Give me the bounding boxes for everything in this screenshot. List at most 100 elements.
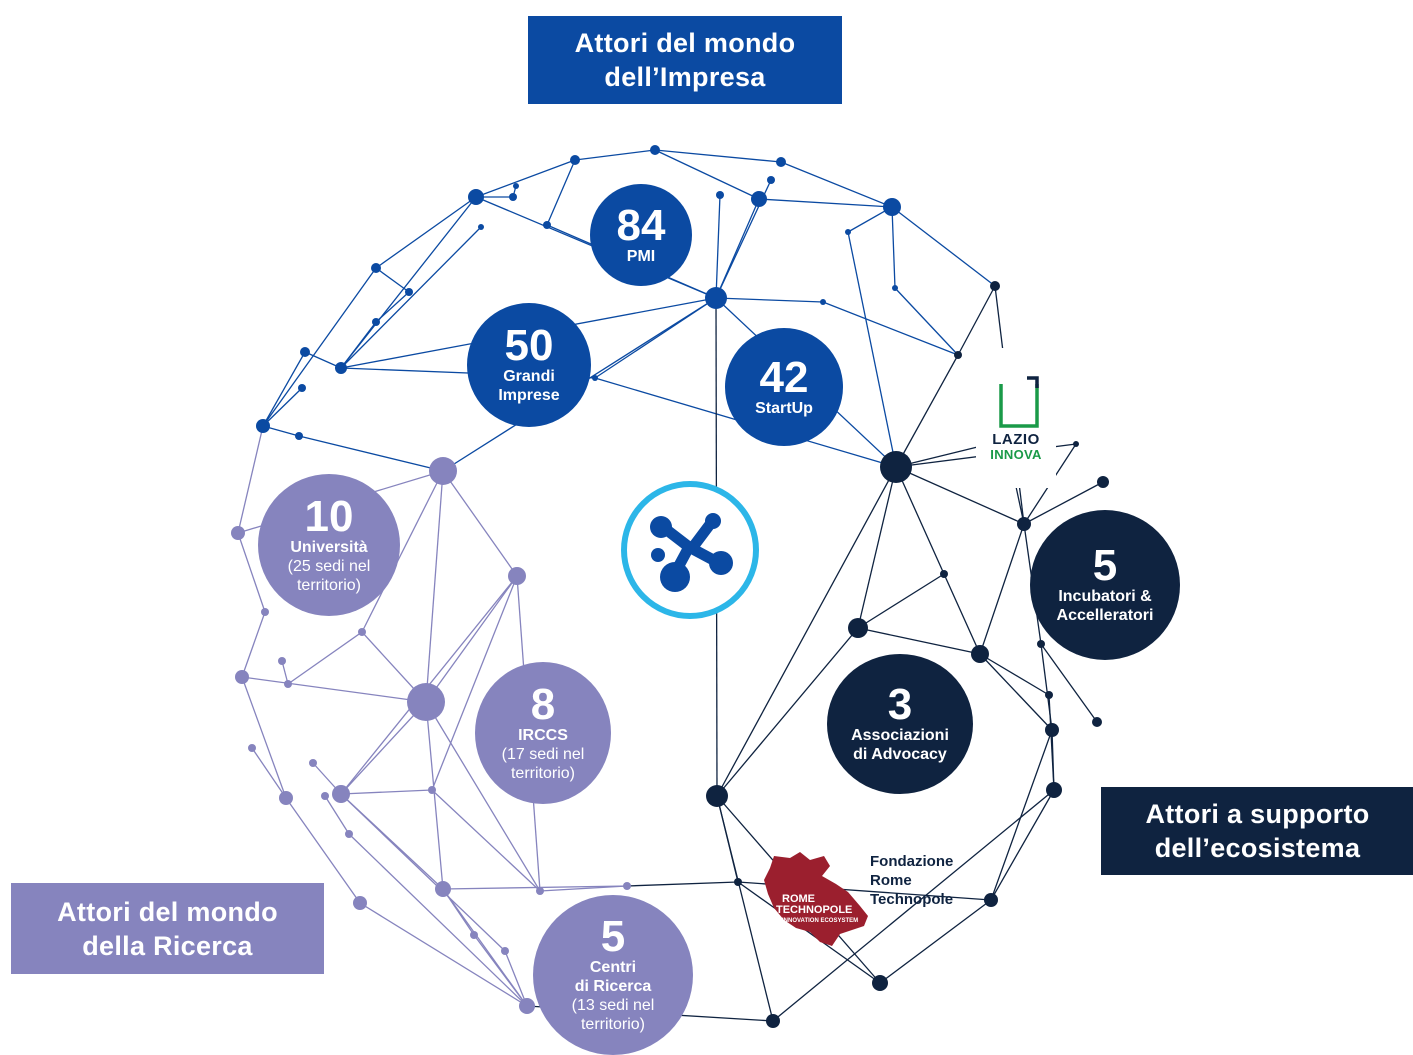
network-node-a25 — [892, 285, 898, 291]
network-link-106 — [626, 881, 739, 887]
network-link-26 — [262, 387, 303, 427]
network-node-n3 — [880, 451, 912, 483]
network-node-a10 — [845, 229, 851, 235]
network-node-l16 — [345, 830, 353, 838]
network-link-78 — [957, 285, 996, 356]
network-node-a24 — [820, 299, 826, 305]
bubble-universita: 10 Università (25 sedi nel territorio) — [258, 474, 400, 616]
bubble-grandi-imprese: 50 Grandi Imprese — [467, 303, 591, 427]
molecule-icon — [650, 513, 733, 592]
network-link-45 — [340, 701, 427, 795]
network-link-35 — [340, 226, 482, 369]
network-link-67 — [442, 885, 628, 890]
network-node-a9 — [883, 198, 901, 216]
network-node-l1 — [429, 457, 457, 485]
network-link-52 — [287, 631, 363, 685]
bubble-grandi-label1: Grandi — [503, 368, 555, 385]
network-node-a22 — [592, 375, 598, 381]
network-node-l22 — [623, 882, 631, 890]
network-link-105 — [979, 653, 1053, 731]
network-link-71 — [241, 676, 427, 703]
network-link-17 — [715, 297, 824, 303]
network-link-70 — [237, 425, 264, 534]
network-node-l4 — [231, 526, 245, 540]
bubble-assoc-label1: Associazioni — [851, 727, 949, 744]
network-node-n9 — [1037, 640, 1045, 648]
bubble-centri-ricerca: 5 Centri di Ricerca (13 sedi nel territo… — [533, 895, 693, 1055]
bubble-univ-label: Università — [290, 538, 368, 556]
bubble-univ-sub2: territorio) — [296, 576, 361, 594]
group-label-ricerca-line2: della Ricerca — [82, 930, 253, 961]
bubble-assoc-label2: di Advocacy — [853, 746, 947, 763]
network-node-l14 — [321, 792, 329, 800]
network-node-l7 — [235, 670, 249, 684]
lazio-innova-logo: LAZIO INNOVA — [976, 348, 1056, 488]
network-link-68 — [504, 950, 528, 1007]
lazio-innova-mark-icon — [999, 376, 1039, 428]
network-link-84 — [943, 573, 981, 655]
network-link-76 — [857, 466, 897, 629]
network-link-74 — [895, 466, 1025, 525]
network-link-59 — [348, 833, 528, 1007]
group-label-supporto: Attori a supporto dell’ecosistema — [1101, 787, 1413, 875]
bubble-pmi-count: 84 — [616, 200, 666, 250]
network-link-23 — [340, 321, 377, 369]
network-node-n12 — [1092, 717, 1102, 727]
network-link-58 — [324, 795, 350, 835]
bubble-incub-count: 5 — [1092, 541, 1118, 590]
network-link-49 — [241, 611, 266, 678]
bubble-incub-label1: Incubatori & — [1058, 588, 1152, 605]
network-node-n5 — [1097, 476, 1109, 488]
network-node-l3 — [407, 683, 445, 721]
network-node-a6 — [543, 221, 551, 229]
network-link-12 — [758, 198, 893, 208]
network-link-60 — [359, 902, 528, 1007]
rome-map-text3: INNOVATION ECOSYSTEM — [782, 918, 858, 924]
network-node-a15 — [405, 288, 413, 296]
bubble-centri-sub2: territorio) — [580, 1016, 645, 1033]
bubble-centri-label1: Centri — [589, 959, 637, 976]
network-node-n17 — [872, 975, 888, 991]
bubble-centri-label2: di Ricerca — [574, 978, 652, 995]
network-node-l18 — [435, 881, 451, 897]
network-node-n8 — [971, 645, 989, 663]
bubble-grandi-label2: Imprese — [498, 387, 560, 404]
network-node-n20 — [1073, 441, 1079, 447]
group-label-supporto-line2: dell’ecosistema — [1154, 833, 1361, 863]
network-link-65 — [431, 789, 541, 892]
network-link-99 — [737, 881, 881, 984]
bubble-pmi: 84 PMI — [590, 184, 692, 286]
group-label-impresa: Attori del mondo dell’Impresa — [528, 16, 842, 104]
network-link-41 — [361, 470, 444, 633]
bubble-univ-count: 10 — [304, 491, 354, 541]
innova-word: INNOVA — [990, 447, 1042, 462]
network-node-n6 — [940, 570, 948, 578]
network-link-81 — [1023, 481, 1104, 525]
lazio-region-shape — [764, 852, 868, 946]
network-link-37 — [847, 231, 897, 468]
network-link-56 — [285, 797, 361, 904]
bubble-irccs-count: 8 — [530, 679, 556, 729]
network-link-38 — [894, 287, 959, 356]
bubble-irccs-sub2: territorio) — [510, 764, 575, 782]
bubble-startup-count: 42 — [759, 352, 809, 402]
network-node-l6 — [278, 657, 286, 665]
network-node-l15 — [428, 786, 436, 794]
network-node-l21 — [519, 998, 535, 1014]
bubble-startup-label: StartUp — [755, 399, 813, 417]
network-node-l9 — [358, 628, 366, 636]
bubble-centri-sub1: (13 sedi nel — [571, 997, 655, 1014]
rome-technopole-name: Fondazione Rome Technopole — [870, 852, 953, 909]
bubble-associazioni: 3 Associazioni di Advocacy — [827, 654, 973, 794]
rome-name-line3: Technopole — [870, 891, 954, 908]
network-node-a4 — [468, 189, 484, 205]
bubble-irccs-label: IRCCS — [518, 726, 568, 744]
network-link-42 — [425, 575, 518, 703]
network-node-l5 — [261, 608, 269, 616]
rome-name-line1: Fondazione — [870, 853, 954, 870]
network-link-20 — [262, 267, 377, 427]
network-link-39 — [442, 470, 518, 577]
network-link-86 — [716, 627, 859, 797]
network-node-a7 — [716, 191, 724, 199]
